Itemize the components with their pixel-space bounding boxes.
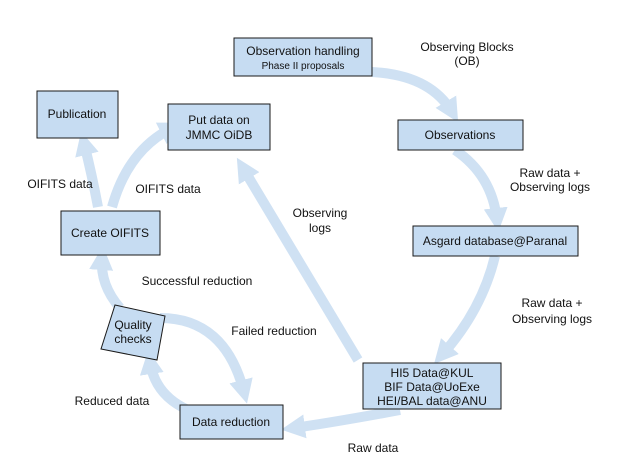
node-publication: Publication — [36, 90, 119, 139]
node-quality-checks: Quality checks — [100, 304, 166, 361]
node-jmmc-oidb: Put data on JMMC OiDB — [167, 103, 271, 151]
node-publication-label: Publication — [48, 107, 107, 121]
arrow-asgard-to-sources — [434, 254, 500, 364]
node-asgard-label: Asgard database@Paranal — [423, 234, 567, 248]
arrow-sources-to-oidb — [236, 157, 363, 363]
arrow-oifits-to-oidb — [107, 122, 183, 209]
edge-label-failed-reduction: Failed reduction — [231, 324, 316, 338]
edge-label-raw-logs-2-line2: Observing logs — [512, 312, 592, 326]
node-quality-checks-line2: checks — [114, 332, 151, 346]
node-data-sources-line2: BIF Data@UoExe — [384, 380, 480, 394]
node-data-sources: HI5 Data@KUL BIF Data@UoExe HEI/BAL data… — [362, 362, 502, 410]
arrow-ob-to-observations — [371, 67, 459, 123]
node-observation-handling-subtitle: Phase II proposals — [262, 61, 345, 72]
node-create-oifits: Create OIFITS — [60, 210, 161, 256]
node-data-sources-line3: HEI/BAL data@ANU — [377, 394, 487, 408]
node-observation-handling: Observation handling Phase II proposals — [233, 37, 373, 77]
edge-label-observing-blocks-line2: (OB) — [454, 54, 479, 68]
arrow-quality-to-oifits — [89, 246, 124, 312]
arrow-reduction-to-quality — [139, 350, 191, 415]
edge-label-raw-data: Raw data — [348, 441, 399, 455]
edge-label-raw-logs-1-line1: Raw data + — [519, 166, 580, 180]
edge-label-raw-logs-1-line2: Observing logs — [510, 180, 590, 194]
edge-label-successful-reduction: Successful reduction — [142, 274, 253, 288]
node-oidb-line2: JMMC OiDB — [186, 128, 253, 142]
node-observation-handling-title: Observation handling — [246, 44, 359, 58]
node-create-oifits-label: Create OIFITS — [71, 226, 149, 240]
arrow-sources-to-reduction — [281, 405, 401, 439]
node-oidb-line1: Put data on — [188, 113, 249, 127]
node-observations-label: Observations — [425, 128, 496, 142]
node-asgard-database: Asgard database@Paranal — [412, 225, 579, 257]
edge-label-observing-logs-line1: Observing — [293, 206, 348, 220]
edge-label-oifits-left: OIFITS data — [27, 177, 93, 191]
arrow-quality-to-reduction — [159, 313, 253, 404]
edge-label-reduced-data: Reduced data — [75, 394, 150, 408]
node-data-reduction-label: Data reduction — [192, 415, 270, 429]
node-data-sources-line1: HI5 Data@KUL — [391, 366, 474, 380]
node-data-reduction: Data reduction — [179, 404, 284, 440]
edge-label-observing-logs-line2: logs — [309, 221, 331, 235]
node-observations: Observations — [397, 119, 524, 151]
edge-label-observing-blocks-line1: Observing Blocks — [420, 40, 513, 54]
arrow-oifits-to-publication — [75, 131, 103, 208]
edge-label-raw-logs-2-line1: Raw data + — [521, 296, 582, 310]
arrow-observations-to-asgard — [452, 145, 508, 232]
edge-label-oifits-right: OIFITS data — [135, 182, 201, 196]
node-quality-checks-line1: Quality — [114, 318, 151, 332]
